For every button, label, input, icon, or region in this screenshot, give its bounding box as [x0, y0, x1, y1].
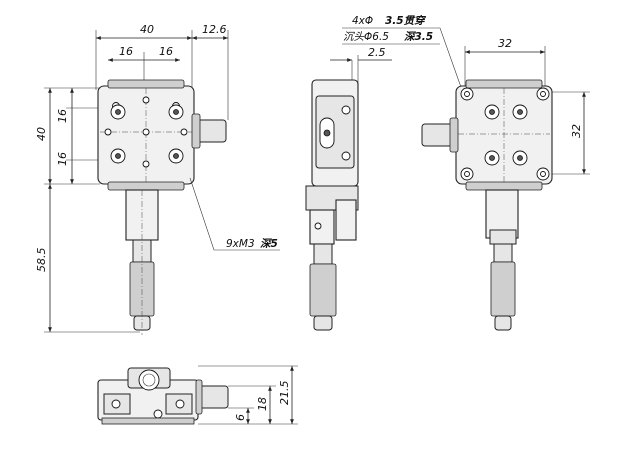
bottom-micrometer-bore [138, 369, 160, 391]
dim-pitch-y-label: 32 [570, 124, 583, 138]
dim-knob-offset-label: 12.6 [202, 23, 227, 36]
tapped-hole [180, 128, 188, 136]
bottom-side-knob [197, 385, 229, 409]
dim-lower-half-label: 16 [56, 152, 69, 166]
screw-socket [173, 109, 179, 115]
hex-socket-screw-icon [484, 104, 528, 166]
bottom-screw [175, 399, 185, 409]
dim-stage-height-label: 18 [256, 397, 269, 411]
side-micrometer-mount [309, 209, 335, 245]
through-hole [540, 91, 546, 97]
counterbore-holes [460, 87, 550, 181]
through-hole-leader [342, 27, 463, 91]
back-micrometer-thimble [490, 261, 516, 317]
front-view: 40 12.6 16 16 40 16 16 58.5 [35, 23, 280, 335]
tapped-hole [142, 128, 150, 136]
bottom-rail [101, 417, 195, 425]
screw-socket [517, 109, 523, 115]
tapped-hole [142, 160, 150, 168]
tapped-holes-label: 9xM3 [226, 238, 255, 250]
back-micrometer-clamp [489, 229, 517, 245]
screw-socket [115, 153, 121, 159]
tapped-hole [104, 128, 112, 136]
dim-right-half-label: 16 [159, 45, 173, 58]
stage-rail-top [107, 79, 185, 89]
dim-total-height-label: 21.5 [278, 381, 291, 406]
tapped-hole [142, 96, 150, 104]
bottom-knob-collar [195, 379, 203, 415]
side-micrometer-sleeve [313, 243, 333, 265]
dim-left-half-label: 16 [119, 45, 133, 58]
dim-upper-half-label: 16 [56, 109, 69, 123]
back-view: 32 32 [421, 37, 590, 331]
through-holes-label: 4xΦ [352, 15, 373, 27]
through-hole [464, 91, 470, 97]
back-rail-top [465, 79, 543, 89]
side-lock-screw [314, 222, 322, 230]
screw-socket [115, 109, 121, 115]
counterbore-depth-label: 深3.5 [404, 31, 433, 43]
screw-socket [489, 155, 495, 161]
side-micrometer-thimble [309, 263, 337, 317]
side-locking-knob [195, 119, 227, 143]
dim-pitch-x-label: 32 [498, 37, 512, 50]
dim-knob-height-label: 6 [234, 414, 247, 421]
through-hole [540, 171, 546, 177]
dim-offset-label: 2.5 [368, 46, 386, 59]
back-knob-collar [449, 117, 459, 153]
counterbore-label: 沉头Φ6.5 [343, 31, 389, 43]
stage-rail-bottom [107, 181, 185, 191]
back-micrometer-sleeve [493, 243, 513, 263]
bottom-micrometer-bore-inner [142, 373, 156, 387]
bottom-screw [111, 399, 121, 409]
screw-socket [517, 155, 523, 161]
side-screw [341, 151, 351, 161]
dim-height-label: 40 [35, 127, 48, 141]
bottom-screw [153, 409, 163, 419]
tapped-holes-depth-label: 深5 [260, 238, 278, 250]
dim-total-length-label: 58.5 [35, 248, 48, 273]
hex-socket-screw-icon [110, 104, 184, 164]
back-rail-bottom [465, 181, 543, 191]
side-view: 2.5 4xΦ 3.5贯穿 沉头Φ6.5 深3.5 [305, 14, 463, 331]
through-hole [464, 171, 470, 177]
screw-socket [173, 153, 179, 159]
knob-collar [191, 113, 201, 149]
back-side-knob [421, 123, 453, 147]
through-holes-dia-label: 3.5贯穿 [385, 14, 426, 27]
side-micrometer-ratchet [313, 315, 333, 331]
tapped-hole-leader [189, 177, 280, 251]
bottom-view: 21.5 18 6 [97, 365, 298, 425]
back-micrometer-ratchet [494, 315, 512, 331]
side-slot-screw [323, 129, 331, 137]
side-screw [341, 105, 351, 115]
side-bracket [335, 199, 357, 241]
screw-socket [489, 109, 495, 115]
dim-width-label: 40 [140, 23, 154, 36]
